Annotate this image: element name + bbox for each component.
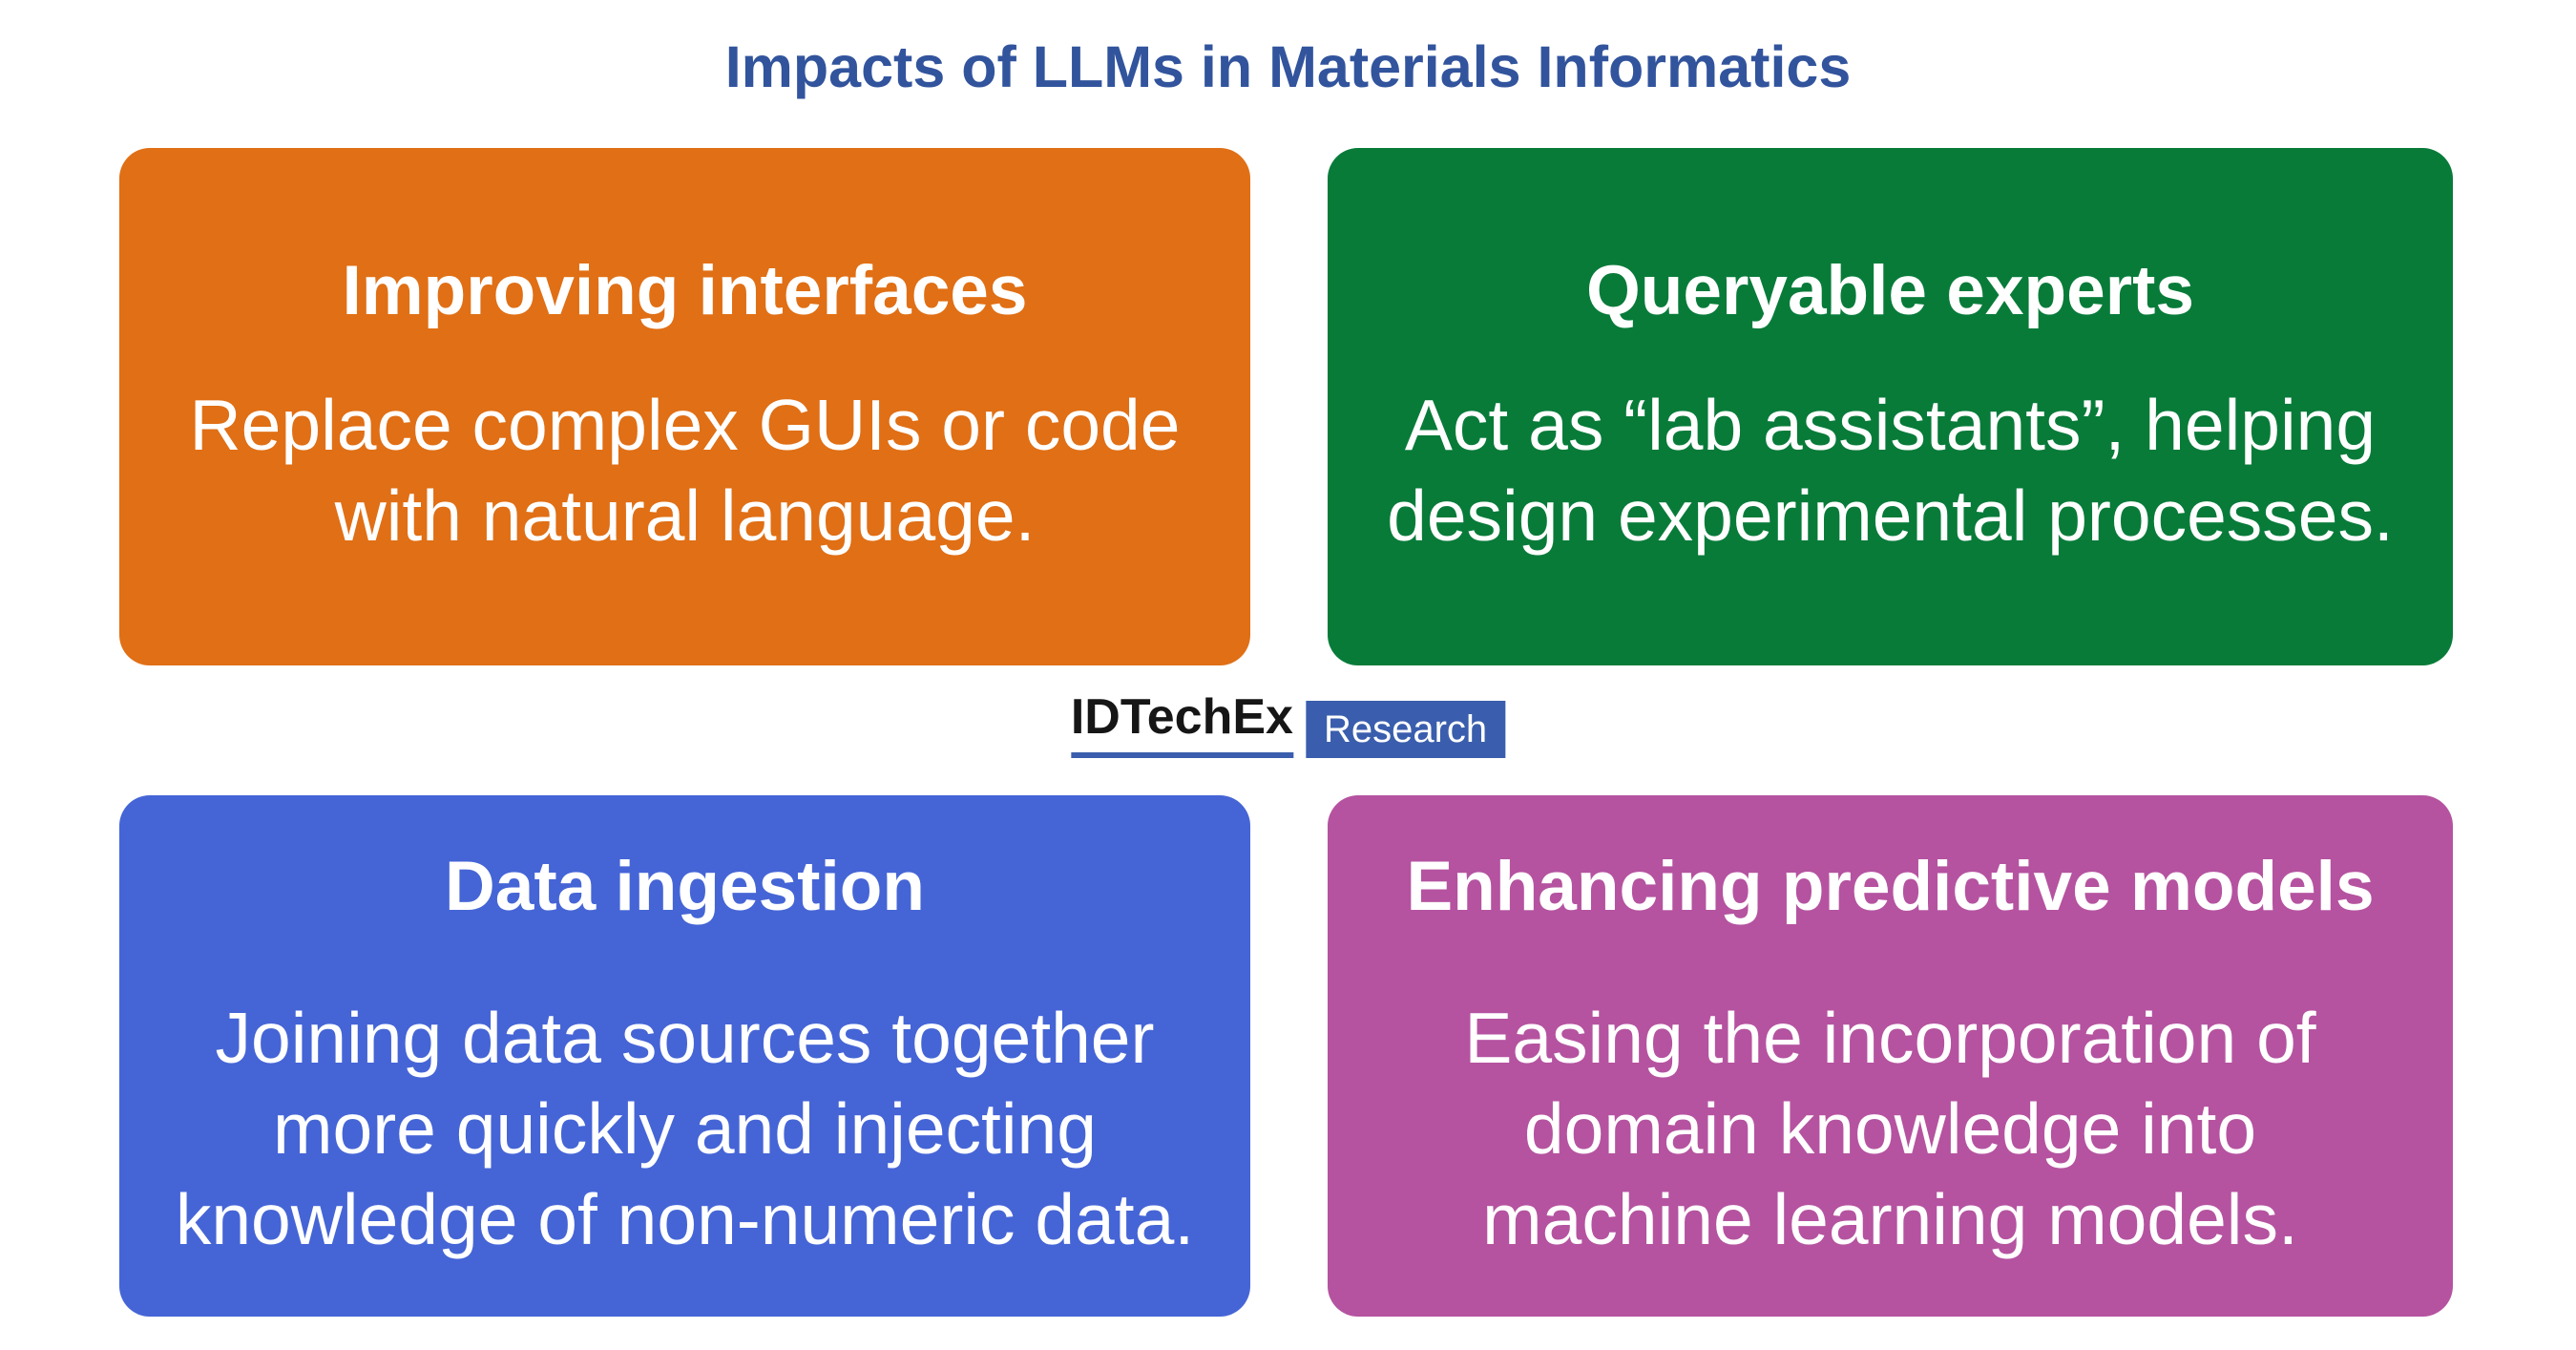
idtechex-underline — [1070, 752, 1293, 758]
box-body: Joining data sources together more quick… — [175, 997, 1195, 1259]
research-badge: Research — [1305, 701, 1506, 758]
box-queryable-experts: Queryable experts Act as “lab assistants… — [1328, 148, 2453, 665]
box-heading: Improving interfaces — [342, 252, 1028, 329]
box-body: Easing the incorporation of domain knowl… — [1464, 997, 2316, 1259]
idtechex-logo: IDTechEx Research — [1070, 688, 1506, 758]
idtechex-wordmark: IDTechEx — [1070, 688, 1293, 758]
page-title: Impacts of LLMs in Materials Informatics — [724, 34, 1852, 99]
box-data-ingestion: Data ingestion Joining data sources toge… — [119, 795, 1250, 1317]
research-badge-label: Research — [1323, 708, 1488, 750]
box-heading: Queryable experts — [1585, 252, 2195, 329]
box-enhancing-predictive-models: Enhancing predictive models Easing the i… — [1328, 795, 2453, 1317]
box-heading: Data ingestion — [445, 847, 925, 925]
box-body: Act as “lab assistants”, helping design … — [1387, 385, 2394, 556]
idtechex-wordmark-text: IDTechEx — [1070, 689, 1293, 745]
box-heading: Enhancing predictive models — [1406, 847, 2375, 925]
box-body: Replace complex GUIs or code with natura… — [189, 385, 1181, 556]
box-improving-interfaces: Improving interfaces Replace complex GUI… — [119, 148, 1250, 665]
